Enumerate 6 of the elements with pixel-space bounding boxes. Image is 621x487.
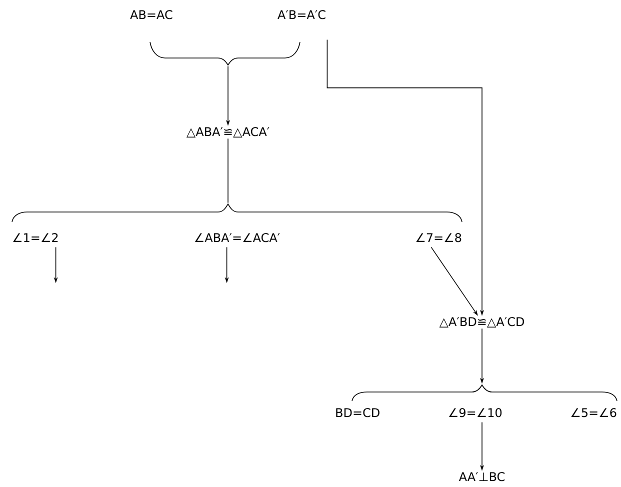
- equation-text: △ABA′≌△ACA′: [186, 127, 270, 138]
- equation-text: △A′BD≌△A′CD: [439, 317, 524, 328]
- equation-text: AA′⊥BC: [458, 472, 505, 482]
- equation-text: BD=CD ∠9=∠10 ∠5=∠6: [336, 384, 618, 418]
- equation-text: ∠1=∠2 ∠ABA′=∠ACA′ ∠7=∠8: [12, 204, 462, 242]
- equation-text: AB=AC A′B=A′C: [130, 10, 326, 66]
